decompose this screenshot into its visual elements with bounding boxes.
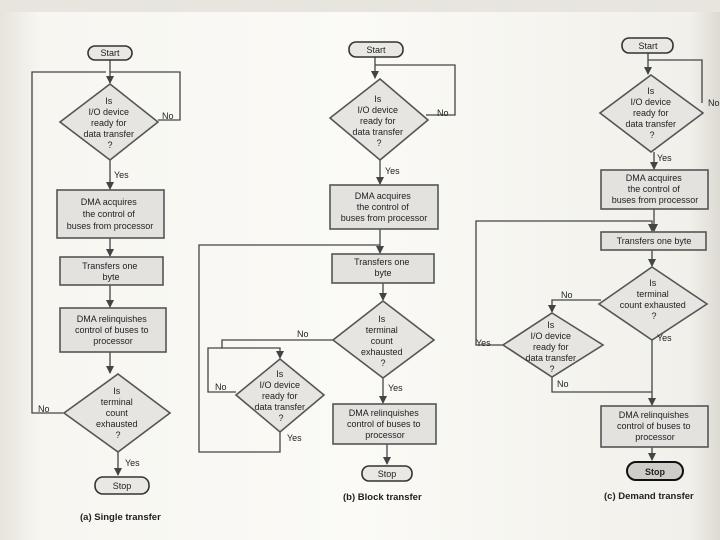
- top-strip: [0, 0, 720, 12]
- start-node-c: [621, 37, 674, 54]
- yes-label-b2: Yes: [388, 383, 403, 393]
- no-label-c2: No: [561, 290, 573, 300]
- io-ready-text-b: Is I/O device ready for data transfer ?: [352, 94, 405, 148]
- stop-node-a: [94, 476, 150, 495]
- yes-label-a1: Yes: [114, 170, 129, 180]
- transfer-byte-box-a: [59, 256, 164, 286]
- io-ready-decision-b2: [234, 357, 326, 434]
- yes-label-b3: Yes: [287, 433, 302, 443]
- yes-label-c3: Yes: [476, 338, 491, 348]
- dma-acquires-text-b: DMA acquires the control of buses from p…: [341, 191, 428, 223]
- stop-label-b: Stop: [378, 469, 397, 479]
- caption-single-transfer: (a) Single transfer: [80, 512, 161, 523]
- dma-acquires-text-c: DMA acquires the control of buses from p…: [612, 173, 699, 205]
- no-label-a2: No: [38, 404, 50, 414]
- start-label-a: Start: [100, 48, 120, 58]
- io-ready-text-c2: Is I/O device ready for data transfer ?: [525, 320, 578, 374]
- dma-acquires-box-b: [329, 184, 439, 230]
- terminal-text-b: Is terminal count exhausted ?: [361, 314, 405, 368]
- yes-label-a2: Yes: [125, 458, 140, 468]
- stop-node-b: [361, 465, 413, 482]
- terminal-count-decision-c: [597, 266, 709, 341]
- dma-relinquishes-box-b: [332, 403, 437, 445]
- start-node-a: [87, 45, 133, 61]
- stop-label-c: Stop: [645, 467, 665, 477]
- yes-label-c1: Yes: [657, 153, 672, 163]
- yes-label-b1: Yes: [385, 166, 400, 176]
- stop-label-a: Stop: [113, 481, 132, 491]
- caption-block-transfer: (b) Block transfer: [343, 492, 422, 503]
- stop-node-c: [626, 461, 684, 481]
- transfer-text-a: Transfers one byte: [82, 261, 140, 282]
- no-label-b1: No: [437, 108, 449, 118]
- dma-acquires-text-a: DMA acquires the control of buses from p…: [67, 197, 154, 231]
- flowchart-single-transfer: Start Is I/O device ready for data trans…: [31, 45, 181, 523]
- transfer-byte-box-c: [600, 231, 707, 251]
- no-label-c3: No: [557, 379, 569, 389]
- terminal-text-c: Is terminal count exhausted ?: [620, 278, 689, 321]
- transfer-text-c: Transfers one byte: [617, 236, 692, 246]
- relinquish-text-b: DMA relinquishes control of buses to pro…: [347, 408, 423, 440]
- dma-acquires-box-a: [56, 189, 165, 239]
- io-ready-text-c: Is I/O device ready for data transfer ?: [625, 86, 678, 140]
- no-label-b2: No: [297, 329, 309, 339]
- flowchart-demand-transfer: Start Is I/O device ready for data trans…: [475, 37, 720, 502]
- io-ready-decision-a: [58, 82, 160, 162]
- no-label-c1: No: [708, 98, 720, 108]
- relinquish-text-c: DMA relinquishes control of buses to pro…: [617, 410, 693, 442]
- io-ready-decision-b: [328, 77, 430, 162]
- relinquish-text-a: DMA relinquishes control of buses to pro…: [75, 314, 151, 346]
- io-ready-decision-c2: [501, 312, 605, 378]
- no-label-a1: No: [162, 111, 174, 121]
- dma-relinquishes-box-c: [600, 405, 709, 448]
- yes-label-c2: Yes: [657, 333, 672, 343]
- transfer-byte-box-b: [331, 253, 435, 284]
- start-node-b: [348, 41, 404, 58]
- caption-demand-transfer: (c) Demand transfer: [604, 491, 694, 502]
- start-label-b: Start: [366, 45, 386, 55]
- flowchart-block-transfer: Start Is I/O device ready for data trans…: [198, 41, 456, 503]
- terminal-count-decision-b: [331, 299, 436, 380]
- terminal-count-decision-a: [62, 373, 172, 453]
- dma-acquires-box-c: [600, 169, 709, 210]
- io-ready-text-b2: Is I/O device ready for data transfer ?: [254, 369, 307, 423]
- no-label-b3: No: [215, 382, 227, 392]
- transfer-text-b: Transfers one byte: [354, 257, 412, 278]
- io-ready-decision-c: [598, 74, 705, 154]
- io-ready-text-a: Is I/O device ready for data transfer ?: [83, 96, 136, 150]
- terminal-text-a: Is terminal count exhausted ?: [96, 386, 140, 440]
- dma-relinquishes-box-a: [59, 307, 167, 353]
- start-label-c: Start: [638, 41, 658, 51]
